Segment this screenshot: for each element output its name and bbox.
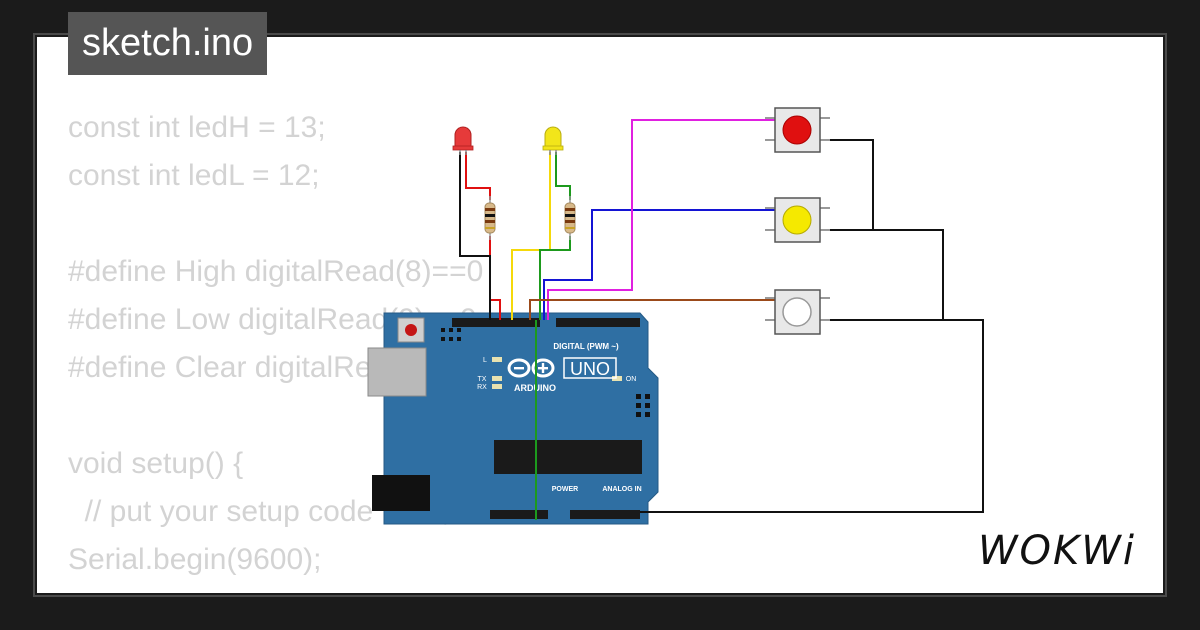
led-red[interactable] xyxy=(452,126,474,155)
wire-brown-pin10[interactable] xyxy=(529,299,775,320)
canvas-frame xyxy=(33,33,1167,597)
atmega-chip xyxy=(494,440,642,474)
uno-label: UNO xyxy=(570,359,610,379)
arduino-logo-icon xyxy=(507,358,555,378)
tx-label: TX xyxy=(478,376,487,383)
wire-green-resistor[interactable] xyxy=(539,236,571,320)
rx-label: RX xyxy=(477,384,487,391)
wire-yellow-pin12[interactable] xyxy=(511,152,551,320)
digital-header-left xyxy=(452,318,540,327)
digital-header-right xyxy=(556,318,640,327)
wire-black-btn2[interactable] xyxy=(830,229,944,320)
on-led xyxy=(612,376,622,381)
reset-button-cap xyxy=(405,324,417,336)
code-background: const int ledH = 13; const int ledL = 12;… xyxy=(68,104,617,593)
uno-label-box xyxy=(563,357,617,379)
code-line: pinMode(ledH, OUTPUT); xyxy=(68,584,617,593)
wire-black-gnd[interactable] xyxy=(459,152,491,320)
resistor-1[interactable] xyxy=(484,196,496,240)
wire-black-btn1[interactable] xyxy=(830,139,874,230)
led-yellow[interactable] xyxy=(542,126,564,155)
code-line: const int ledH = 13; xyxy=(68,111,326,144)
wire-blue-pin9[interactable] xyxy=(543,209,775,320)
icsp-header xyxy=(441,328,461,341)
pushbutton-yellow[interactable] xyxy=(765,197,830,243)
wokwi-logo: WOKWi xyxy=(978,528,1136,574)
wire-magenta-pin8[interactable] xyxy=(547,119,775,320)
code-line: Serial.begin(9600); xyxy=(68,543,322,576)
wires xyxy=(459,119,984,520)
power-label: POWER xyxy=(552,486,578,493)
resistor-2[interactable] xyxy=(564,196,576,240)
on-label: ON xyxy=(626,376,637,383)
analog-label: ANALOG IN xyxy=(602,486,641,493)
icsp-header-right xyxy=(636,394,650,417)
wire-red-led-top[interactable] xyxy=(465,152,491,200)
wire-green-led-top[interactable] xyxy=(555,152,571,200)
l-led xyxy=(492,357,502,362)
power-jack xyxy=(372,475,430,511)
pushbutton-red[interactable] xyxy=(765,107,830,153)
code-line: const int ledL = 12; xyxy=(68,159,320,192)
analog-header xyxy=(570,510,640,519)
digital-label: DIGITAL (PWM ~) xyxy=(553,342,619,351)
rx-led xyxy=(492,384,502,389)
arduino-uno-board[interactable]: UNO ARDUINO DIGITAL (PWM ~) POWER ANALOG… xyxy=(367,312,659,525)
code-line: #define High digitalRead(8)==0 xyxy=(68,255,484,288)
tx-led xyxy=(492,376,502,381)
wire-black-btn3[interactable] xyxy=(640,319,984,513)
l-label: L xyxy=(483,357,487,364)
power-header xyxy=(490,510,548,519)
wire-red-pin13[interactable] xyxy=(489,236,501,320)
pushbutton-white[interactable] xyxy=(765,289,830,335)
usb-port xyxy=(367,347,427,397)
file-tab[interactable]: sketch.ino xyxy=(68,12,268,75)
code-line: void setup() { xyxy=(68,447,244,480)
